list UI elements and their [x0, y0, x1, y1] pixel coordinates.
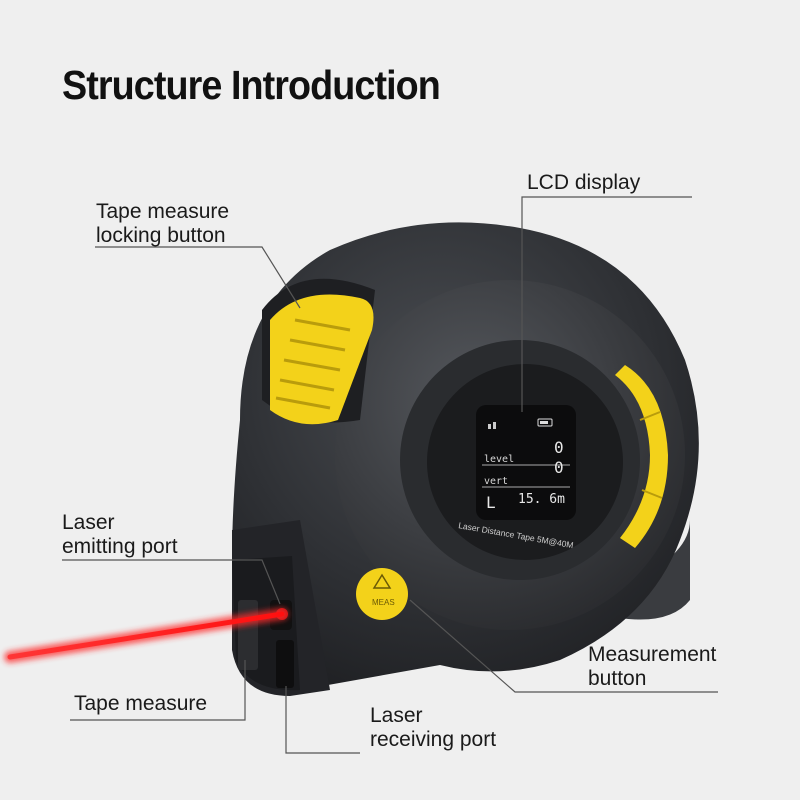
callout-tape [70, 660, 246, 721]
lock-button[interactable] [270, 294, 374, 425]
lcd-row2-value: 0 [554, 458, 564, 477]
meas-button[interactable] [356, 568, 408, 620]
lcd-row3-value: 15. 6m [518, 492, 565, 507]
lcd-row3-label: L [486, 493, 496, 512]
warning-icon [372, 573, 392, 589]
callout-lcd [521, 196, 692, 412]
lcd-screen [476, 405, 576, 520]
battery-icon [537, 418, 553, 427]
label-measurement-button: Measurement button [588, 643, 717, 690]
callout-receive [285, 686, 360, 754]
lcd-row1-label: level [484, 454, 514, 465]
label-laser-receiving: Laser receiving port [370, 704, 497, 751]
callout-emit [62, 559, 281, 605]
signal-icon [488, 424, 491, 429]
tape-slot [238, 600, 258, 670]
callout-lock [95, 246, 301, 309]
page-title: Structure Introduction [62, 62, 441, 108]
label-laser-emitting: Laser emitting port [62, 511, 178, 558]
callout-meas [409, 599, 718, 693]
lcd-row2-label: vert [484, 476, 508, 487]
lcd-content: level 0 vert 0 L 15. 6m [482, 418, 570, 512]
lcd-row1-value: 0 [554, 438, 564, 457]
meas-button-label: MEAS [372, 598, 395, 607]
label-lock-button: Tape measure locking button [96, 200, 230, 247]
label-tape-measure: Tape measure [74, 692, 208, 715]
laser-receiving-port [276, 640, 294, 688]
side-button-strip [615, 365, 668, 548]
laser-beam [7, 611, 285, 660]
label-lcd-display: LCD display [527, 171, 641, 194]
